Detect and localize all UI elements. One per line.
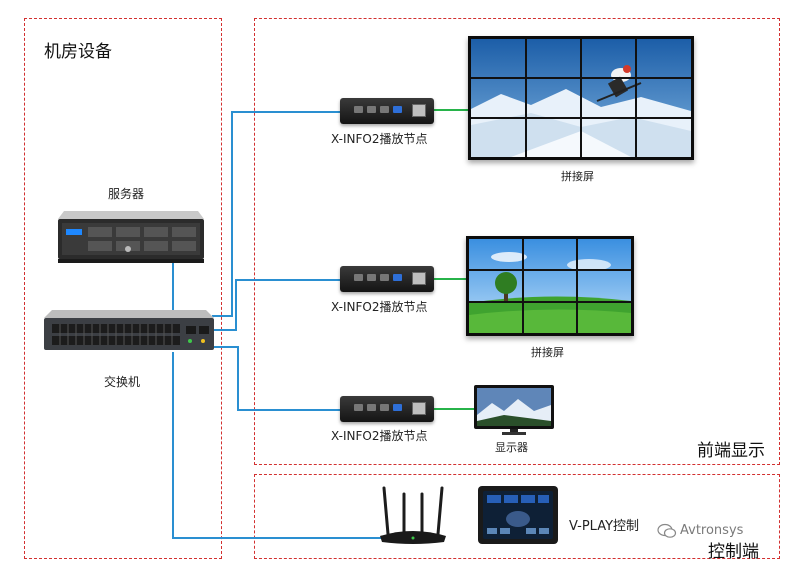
cable-switch-to-router bbox=[172, 352, 386, 539]
player-node-2-label: X-INFO2播放节点 bbox=[331, 300, 428, 314]
front-display-zone bbox=[254, 18, 780, 465]
cable-switch-to-player-3 bbox=[212, 346, 342, 411]
server-room-zone bbox=[24, 18, 222, 559]
player-node-1-label: X-INFO2播放节点 bbox=[331, 132, 428, 146]
wechat-icon bbox=[657, 523, 677, 539]
cable-switch-to-player-2 bbox=[212, 279, 342, 331]
player-node-3-label: X-INFO2播放节点 bbox=[331, 429, 428, 443]
hdmi-cables bbox=[434, 109, 476, 410]
player-node-2 bbox=[340, 266, 434, 292]
monitor-display bbox=[474, 385, 554, 435]
video-wall-1 bbox=[468, 36, 694, 160]
switch-label: 交换机 bbox=[104, 375, 141, 389]
server-room-zone-label: 机房设备 bbox=[44, 42, 112, 62]
video-wall-2-label: 拼接屏 bbox=[531, 346, 564, 359]
network-cables bbox=[172, 111, 386, 539]
player-node-1 bbox=[340, 98, 434, 124]
player-node-3 bbox=[340, 396, 434, 422]
server-image bbox=[58, 205, 204, 265]
front-display-zone-label: 前端显示 bbox=[697, 441, 765, 461]
switch-image bbox=[44, 308, 214, 354]
control-zone bbox=[254, 474, 780, 559]
control-zone-label: 控制端 bbox=[708, 542, 759, 562]
cable-switch-to-player-1 bbox=[212, 111, 342, 317]
video-wall-2 bbox=[466, 236, 634, 336]
video-wall-1-label: 拼接屏 bbox=[561, 170, 594, 183]
server-label: 服务器 bbox=[108, 187, 145, 201]
control-panel bbox=[478, 486, 558, 544]
watermark-text: Avtronsys bbox=[680, 523, 744, 538]
control-panel-label: V-PLAY控制 bbox=[569, 519, 640, 534]
router bbox=[378, 482, 448, 546]
monitor-display-label: 显示器 bbox=[495, 441, 528, 454]
